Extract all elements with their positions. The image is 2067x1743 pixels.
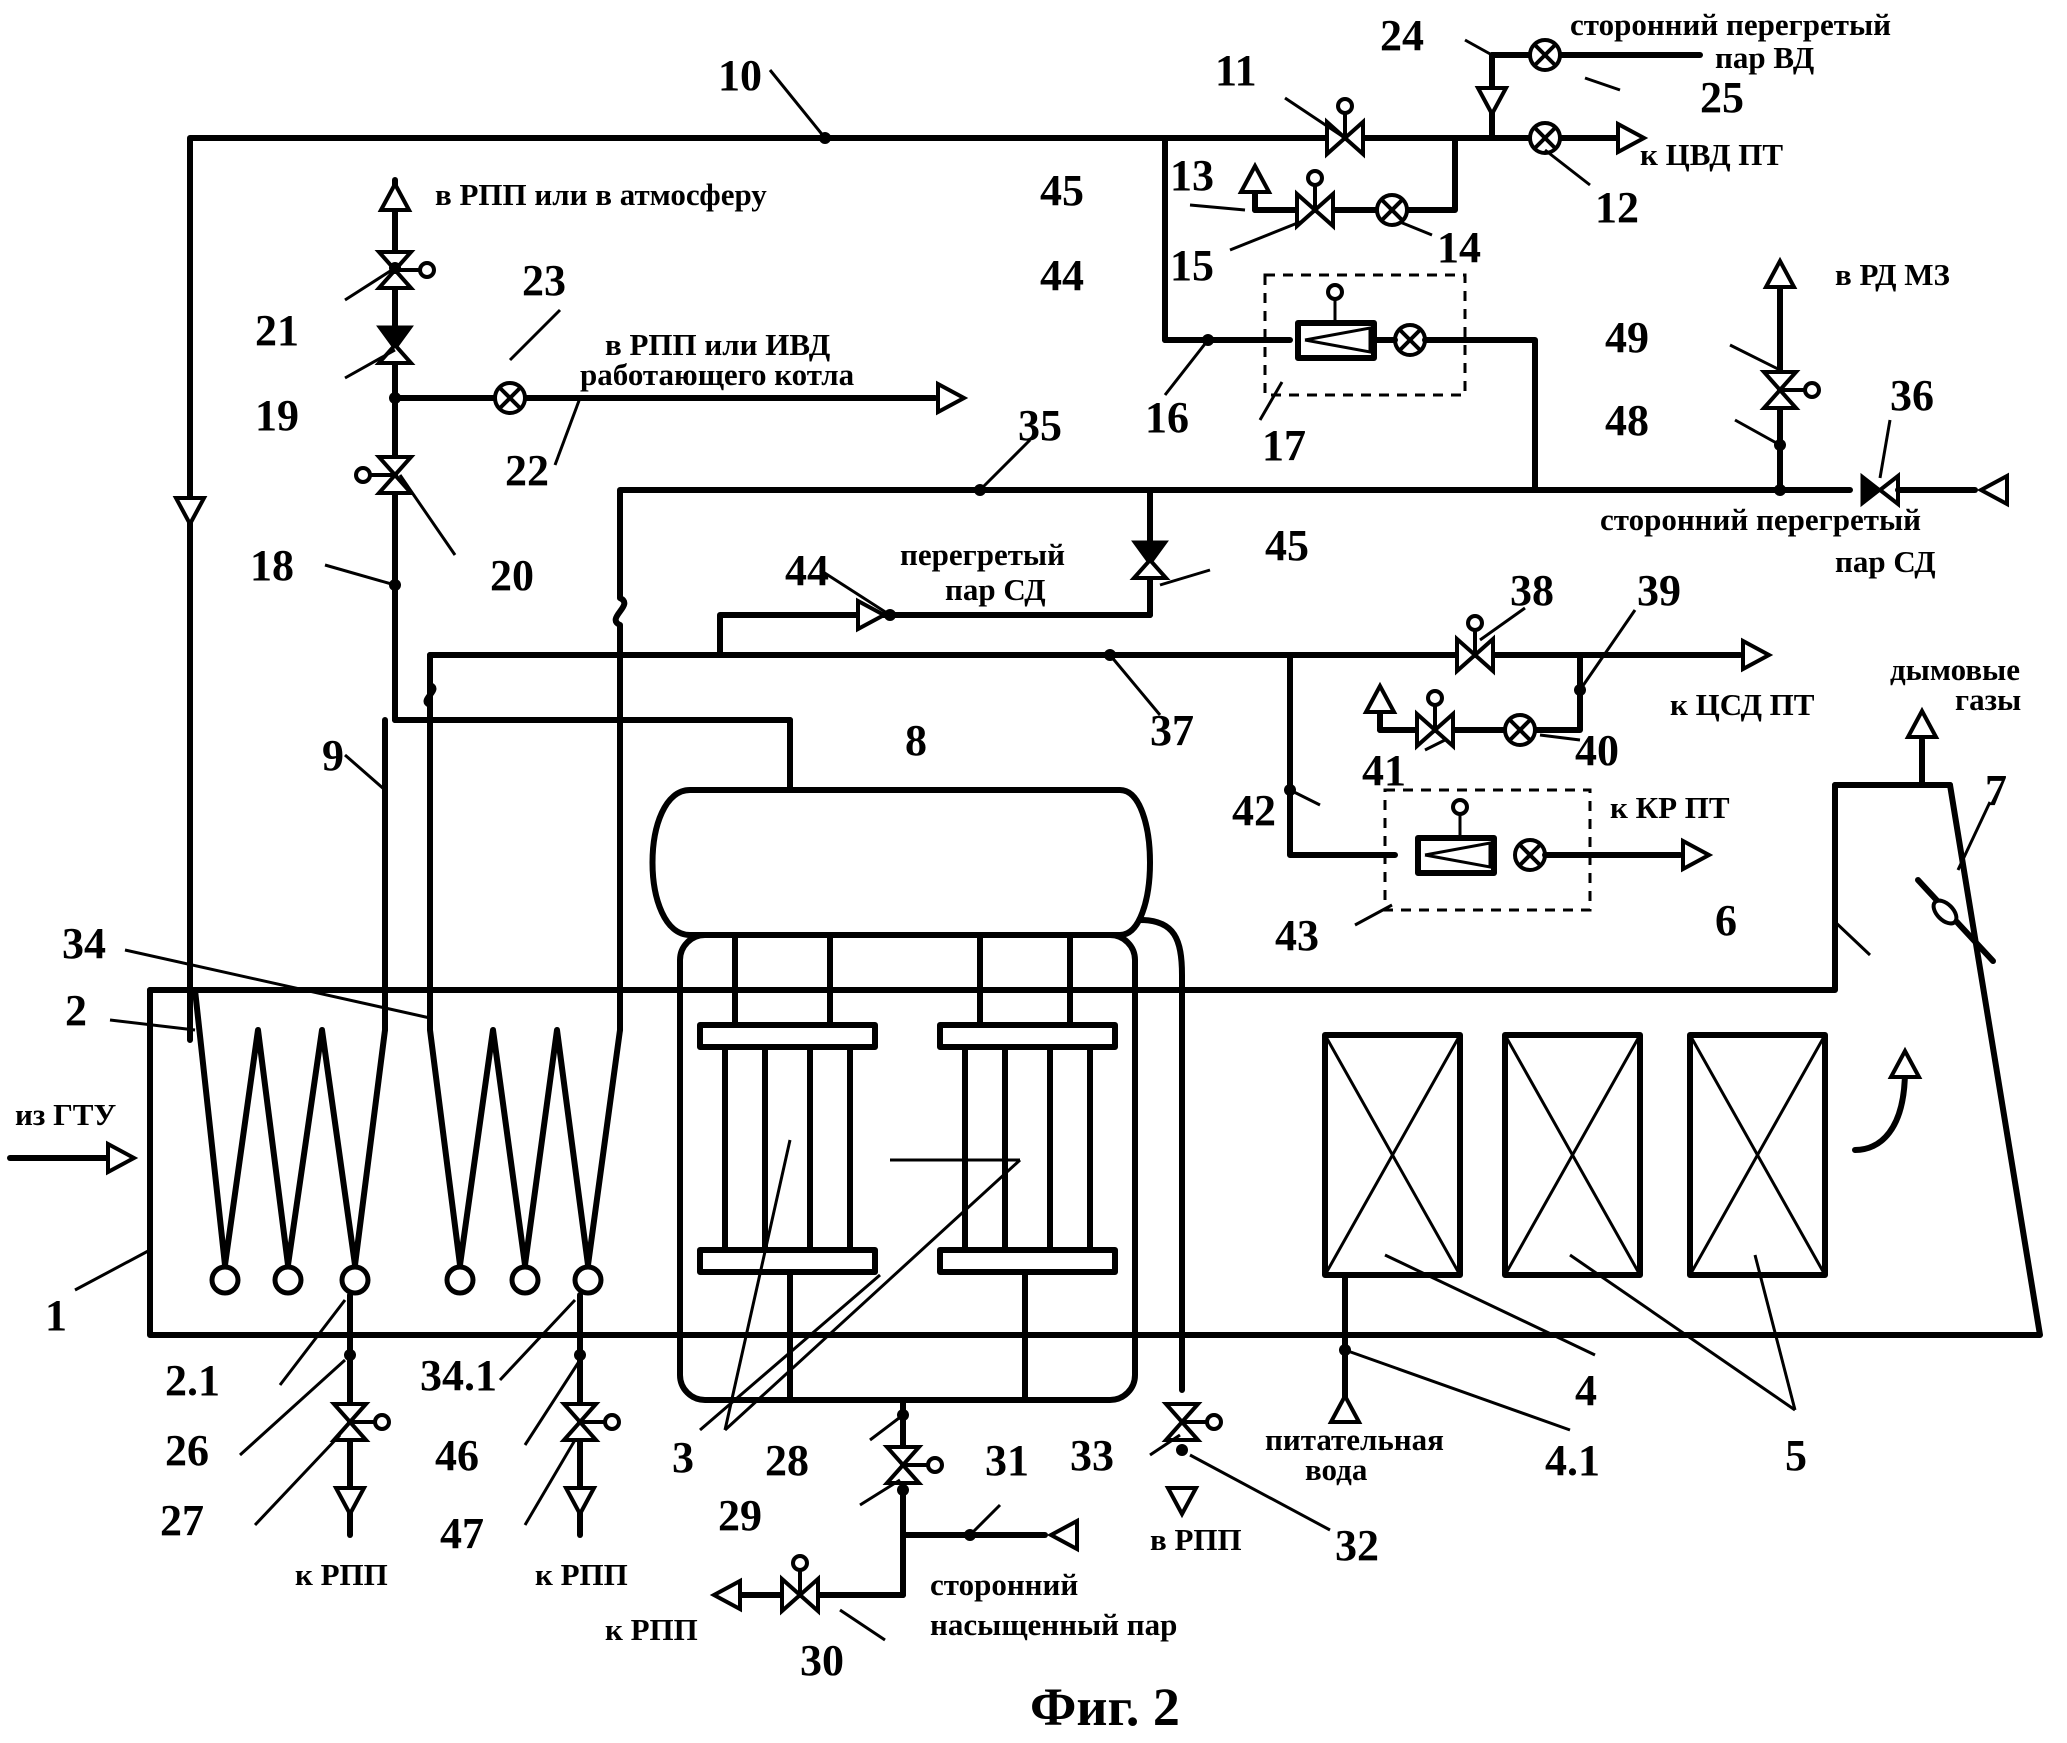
chimney [1835,711,1993,1150]
text-third-party-sat-2: насыщенный пар [930,1607,1177,1642]
label-10: 10 [718,51,762,100]
label-31: 31 [985,1436,1029,1485]
text-third-party-sat-1: сторонний [930,1567,1078,1602]
label-3: 3 [672,1433,694,1482]
label-17: 17 [1262,421,1306,470]
label-5: 5 [1785,1431,1807,1480]
ip-steam-line-37 [427,616,1769,910]
text-from-gtu: из ГТУ [15,1097,116,1132]
superheater-2 [195,720,385,1293]
label-42: 42 [1232,786,1276,835]
text-third-party-mp-2: пар СД [1835,544,1936,579]
label-44a: 44 [1040,251,1084,300]
label-49: 49 [1605,313,1649,362]
label-46: 46 [435,1431,479,1480]
drain-line-18 [356,180,964,720]
label-34-1: 34.1 [420,1351,497,1400]
label-14: 14 [1437,223,1481,272]
label-19: 19 [255,391,299,440]
label-22: 22 [505,446,549,495]
text-to-kr: к КР ПТ [1610,790,1730,825]
label-20: 20 [490,551,534,600]
label-44b: 44 [785,546,829,595]
label-18: 18 [250,541,294,590]
text-third-party-hp-1: сторонний перегретый [1570,7,1891,42]
label-37: 37 [1150,706,1194,755]
label-9: 9 [322,731,344,780]
text-sup-mp-2: пар СД [945,572,1046,607]
label-36: 36 [1890,371,1934,420]
label-39: 39 [1637,566,1681,615]
text-third-party-mp-1: сторонний перегретый [1600,502,1921,537]
label-33: 33 [1070,1431,1114,1480]
text-third-party-hp-2: пар ВД [1715,40,1814,75]
label-13: 13 [1170,151,1214,200]
text-to-ipc: к ЦСД ПТ [1670,687,1815,722]
label-32: 32 [1335,1521,1379,1570]
text-to-rpp-b: к РПП [535,1557,628,1592]
label-23: 23 [522,256,566,305]
label-7: 7 [1985,766,2007,815]
text-to-rpp-or-ivd-2: работающего котла [580,357,855,392]
superheater-34 [430,655,620,1293]
label-6: 6 [1715,896,1737,945]
text-flue-2: газы [1955,682,2021,717]
label-16: 16 [1145,393,1189,442]
label-25: 25 [1700,73,1744,122]
label-2: 2 [65,986,87,1035]
label-43: 43 [1275,911,1319,960]
text-to-hpc: к ЦВД ПТ [1640,137,1783,172]
label-30: 30 [800,1636,844,1685]
drum-8 [395,720,1182,1400]
text-to-rd-mz: в РД МЗ [1835,257,1950,292]
text-in-rpp: в РПП [1150,1522,1242,1557]
label-24: 24 [1380,11,1424,60]
label-15: 15 [1170,241,1214,290]
text-sup-mp-1: перегретый [900,537,1065,572]
text-to-rpp-a: к РПП [295,1557,388,1592]
label-48: 48 [1605,396,1649,445]
label-26: 26 [165,1426,209,1475]
gtu-inlet-arrow [10,1144,134,1172]
heaters-5 [1505,1035,1825,1275]
label-40: 40 [1575,726,1619,775]
label-1: 1 [45,1291,67,1340]
label-45a: 45 [1040,166,1084,215]
label-27: 27 [160,1496,204,1545]
label-12: 12 [1595,183,1639,232]
label-28: 28 [765,1436,809,1485]
label-8: 8 [905,716,927,765]
label-21: 21 [255,306,299,355]
label-4: 4 [1575,1366,1597,1415]
label-45b: 45 [1265,521,1309,570]
label-34: 34 [62,919,106,968]
label-47: 47 [440,1509,484,1558]
label-11: 11 [1215,46,1257,95]
label-35: 35 [1018,401,1062,450]
text-to-rpp-c: к РПП [605,1612,698,1647]
drain-valves-bottom [334,1295,1359,1611]
figure-caption: Фиг. 2 [1030,1677,1180,1737]
text-to-rpp-or-atm: в РПП или в атмосферу [435,177,767,212]
text-feed-water-2: вода [1305,1452,1368,1487]
label-29: 29 [718,1491,762,1540]
label-2-1: 2.1 [165,1356,220,1405]
label-38: 38 [1510,566,1554,615]
label-4-1: 4.1 [1545,1436,1600,1485]
label-41: 41 [1362,746,1406,795]
